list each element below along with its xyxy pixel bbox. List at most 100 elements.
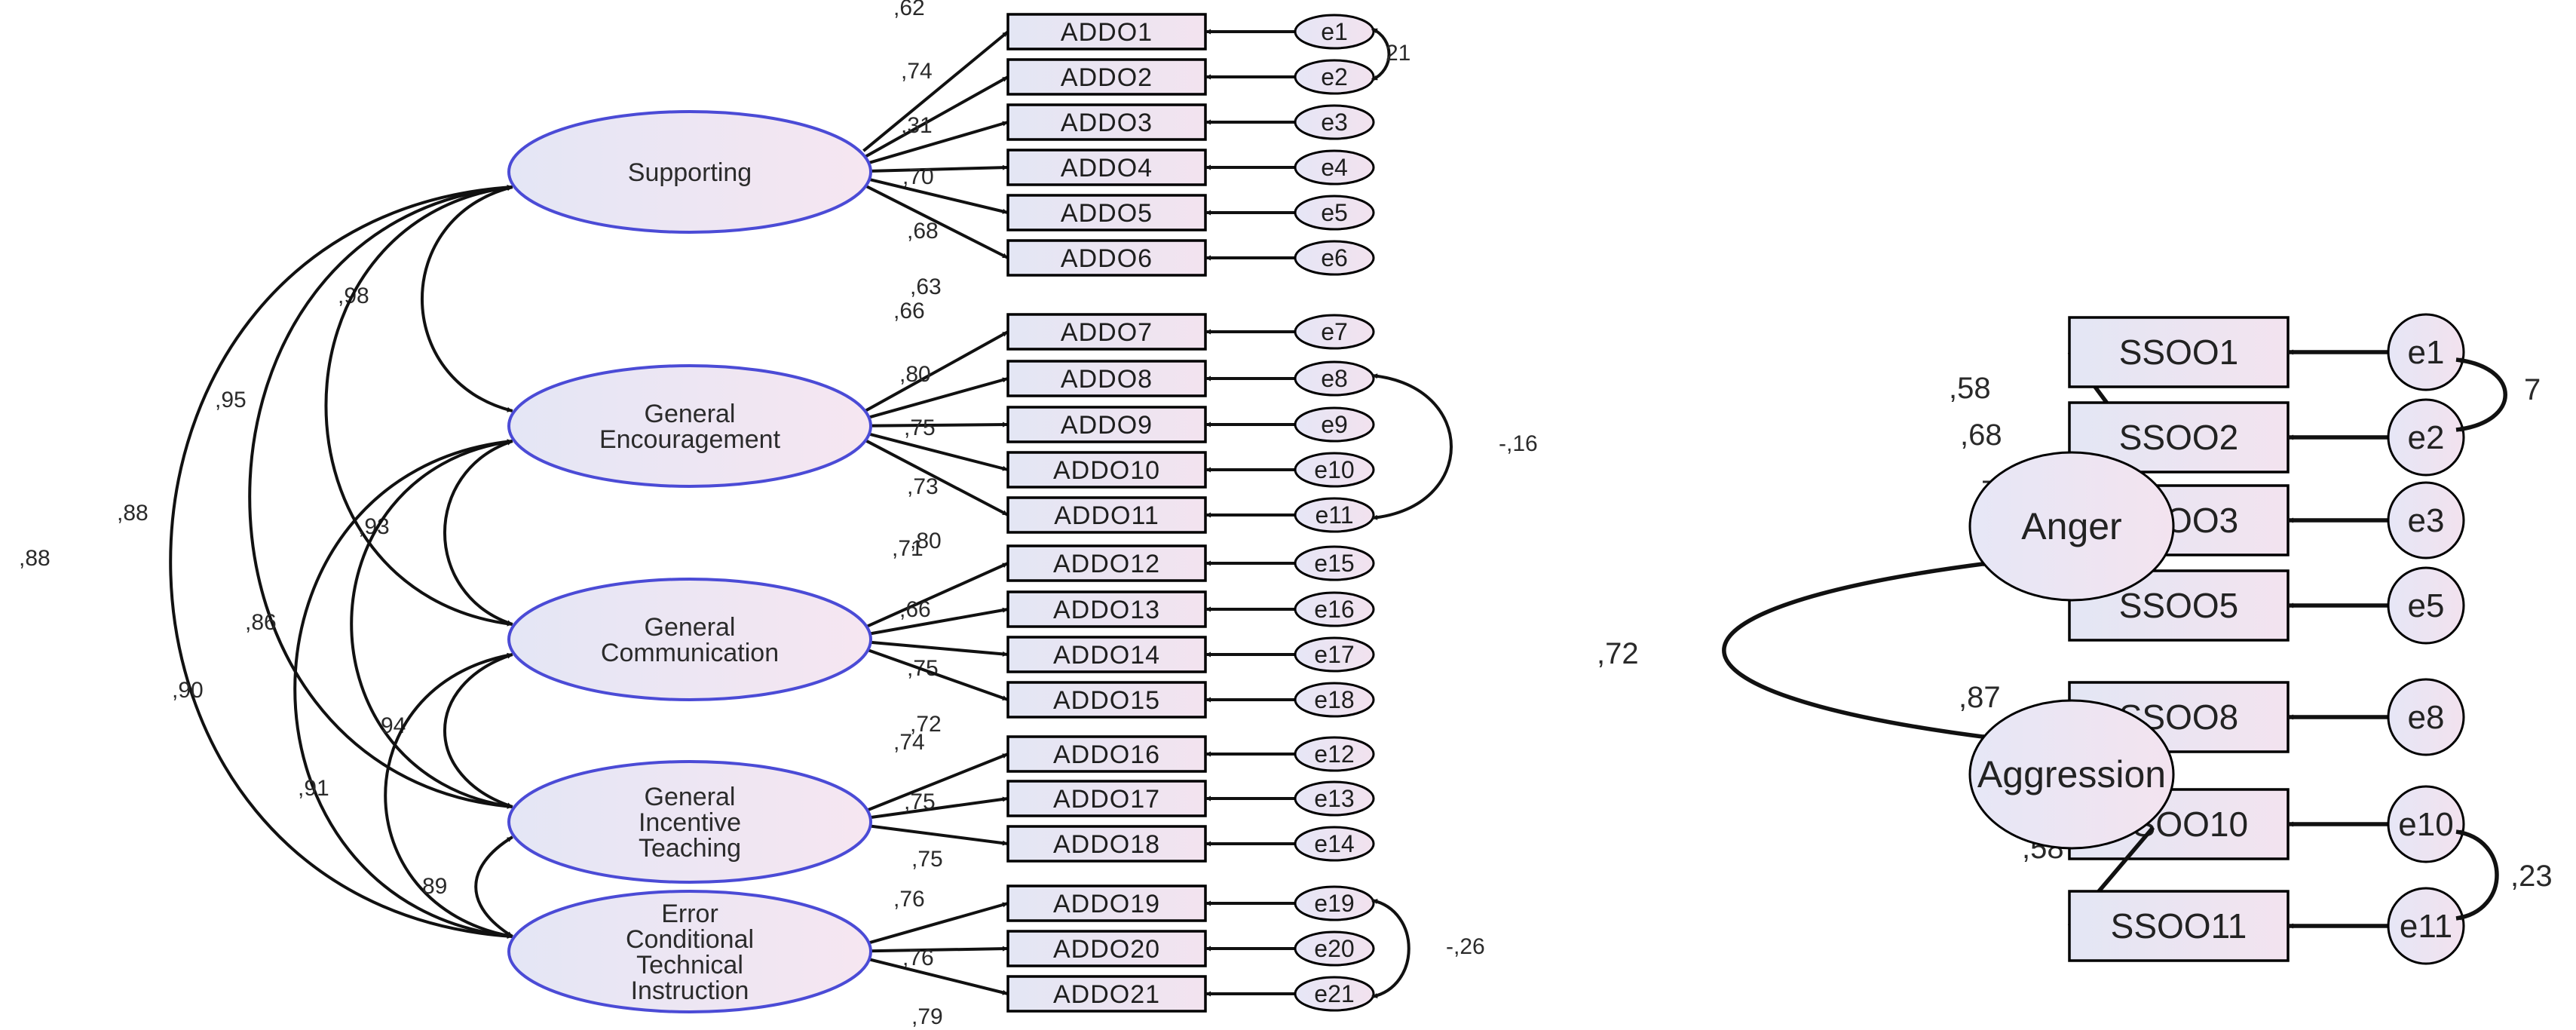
factor-loading-label: ,74 — [893, 730, 925, 755]
error-term-circle — [1294, 736, 1375, 772]
error-covariance-label: -,26 — [1446, 934, 1485, 959]
error-term-circle — [1294, 149, 1375, 185]
error-term-circle — [1294, 780, 1375, 817]
error-term-label: e16 — [1314, 596, 1354, 623]
factor-correlation-arc — [248, 185, 513, 809]
error-covariance-arc — [1371, 373, 1453, 520]
latent-general-encouragement — [507, 364, 872, 488]
latent-aggression — [1968, 699, 2175, 850]
error-term-label: e20 — [1314, 935, 1354, 962]
factor-loading-label: ,31 — [901, 113, 933, 138]
factor-correlation-arc — [474, 835, 513, 938]
latent-name-line: Technical — [636, 951, 743, 979]
indicator-box — [1006, 496, 1207, 534]
latent-name-line: General — [645, 613, 736, 642]
latent-name-line: Teaching — [639, 834, 741, 863]
indicator-label: ADDO6 — [1061, 244, 1153, 273]
factor-loading-label: ,62 — [893, 0, 925, 20]
factor-loading-path — [862, 75, 1009, 159]
indicator-box — [1006, 544, 1207, 582]
factor-correlation-arc — [420, 185, 513, 412]
error-covariance-arc — [1371, 899, 1411, 998]
latent-name-line: Supporting — [628, 158, 752, 187]
error-term-label: e5 — [2408, 587, 2445, 624]
error-term-label: e21 — [1314, 980, 1354, 1007]
error-term-circle — [1294, 104, 1375, 140]
factor-loading-label: ,66 — [893, 299, 925, 323]
error-term-circle — [1294, 682, 1375, 718]
factor-loading-path — [862, 30, 1009, 152]
latent-name-line: Anger — [2021, 505, 2121, 547]
error-covariance-arc — [2455, 829, 2499, 921]
factor-correlation-label: 94 — [381, 713, 406, 738]
indicator-label: ADDO15 — [1053, 686, 1160, 715]
factor-loading-label: ,73 — [907, 474, 939, 499]
error-term-circle — [1294, 636, 1375, 673]
indicator-label: ADDO3 — [1061, 109, 1153, 137]
factor-loading-label: ,66 — [899, 597, 931, 622]
indicator-label: ADDO12 — [1053, 550, 1160, 578]
factor-loading-path — [862, 431, 1009, 471]
indicator-box — [1006, 636, 1207, 673]
error-term-label: e2 — [1321, 63, 1348, 90]
latent-name-line: Instruction — [631, 976, 749, 1005]
error-term-circle — [1294, 314, 1375, 350]
right-measurement-model: ,72SSOO1e1,58SSOO2e2,68SSOO3e379SSOO5e5,… — [1597, 313, 2553, 965]
indicator-box — [1006, 406, 1207, 443]
indicator-label: ADDO10 — [1053, 456, 1160, 485]
factor-correlation-arc — [169, 184, 513, 940]
factor-loading-label: ,72 — [910, 712, 942, 737]
factor-loading-label: ,87 — [1959, 681, 2001, 714]
error-term-label: e5 — [1321, 199, 1348, 226]
factor-loading-path — [862, 562, 1009, 630]
error-term-circle — [2387, 481, 2465, 559]
factor-correlation-label: ,72 — [1597, 637, 1639, 670]
factor-loading-path — [862, 183, 1009, 259]
indicator-label: ADDO14 — [1053, 641, 1160, 670]
indicator-box — [1006, 735, 1207, 773]
error-term-circle — [1294, 826, 1375, 862]
factor-loading-path — [862, 902, 1009, 946]
error-term-circle — [2387, 398, 2465, 477]
error-term-label: e12 — [1314, 740, 1354, 768]
indicator-label: SSOO5 — [2119, 586, 2239, 625]
error-covariance-label: -,16 — [1499, 431, 1538, 456]
factor-correlation-label: ,90 — [172, 678, 204, 703]
indicator-box — [1006, 451, 1207, 489]
error-covariance-label: ,23 — [2510, 860, 2553, 893]
factor-loading-label: ,70 — [902, 164, 934, 189]
factor-correlation-arc — [384, 652, 513, 939]
latent-name-line: General — [645, 783, 736, 811]
indicator-label: ADDO2 — [1061, 63, 1153, 92]
error-term-circle — [2387, 566, 2465, 645]
indicator-label: ADDO7 — [1061, 318, 1153, 347]
error-term-label: e19 — [1314, 890, 1354, 917]
factor-loading-label: ,63 — [910, 274, 942, 299]
latent-name-line: Error — [661, 900, 718, 928]
error-term-label: e17 — [1314, 641, 1354, 668]
indicator-label: ADDO21 — [1053, 980, 1160, 1009]
factor-loading-label: ,58 — [1949, 372, 1991, 405]
error-term-label: e3 — [1321, 109, 1348, 136]
error-term-circle — [1294, 591, 1375, 627]
factor-loading-path — [862, 647, 1009, 701]
error-covariance-arc — [1371, 27, 1391, 81]
indicator-label: SSOO1 — [2119, 333, 2239, 372]
factor-correlation-label: 89 — [422, 874, 447, 899]
error-term-label: e8 — [1321, 365, 1348, 392]
indicator-label: ADDO13 — [1053, 596, 1160, 624]
indicator-label: ADDO16 — [1053, 740, 1160, 769]
factor-correlation-arc — [443, 653, 513, 808]
latent-anger — [1968, 451, 2175, 602]
factor-loading-label: ,80 — [910, 529, 942, 553]
indicator-box — [1006, 103, 1207, 141]
error-term-label: e10 — [1314, 456, 1354, 483]
factor-loading-path — [863, 640, 1009, 657]
latent-error-conditional-technical-instruction — [507, 890, 872, 1013]
latent-general-incentive-teaching — [507, 760, 872, 884]
factor-correlation-arc — [293, 439, 513, 939]
factor-loading-label: ,68 — [1960, 418, 2002, 452]
factor-correlation-label: ,91 — [298, 776, 329, 801]
indicator-label: ADDO5 — [1061, 199, 1153, 228]
